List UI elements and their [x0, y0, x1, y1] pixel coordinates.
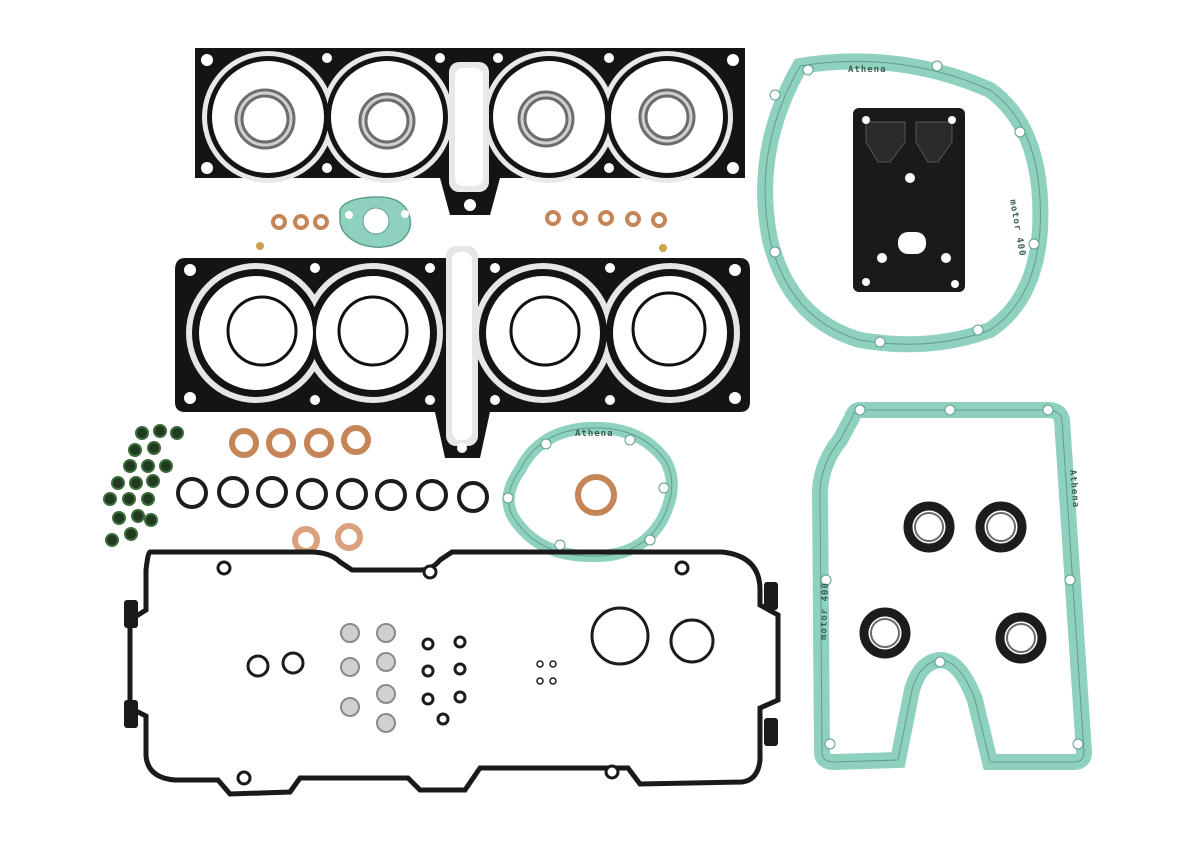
head-oring-1: [226, 295, 298, 367]
valve-stem-seals: [103, 424, 184, 547]
steel-washers: [340, 623, 396, 733]
clutch-cover-gasket: Athena: [502, 421, 678, 563]
base-oring-3: [517, 90, 575, 148]
black-plate-gasket: [853, 108, 965, 292]
small-rubber-rings-left: [246, 651, 305, 678]
copper-washers-small-right: [545, 210, 667, 228]
base-oring-4: [638, 88, 696, 146]
oil-pan-gasket: Athena motor 400: [811, 402, 1093, 771]
copper-washers-small-left: [271, 214, 329, 230]
tensioner-gasket: [339, 196, 412, 248]
base-oring-2: [358, 92, 416, 150]
base-oring-1: [234, 88, 296, 150]
generator-gasket-brand: Athena: [848, 65, 887, 75]
oil-pan-gasket-brand: Athena: [1067, 469, 1080, 508]
rubber-orings-row: [176, 476, 489, 513]
micro-orings: [536, 660, 557, 685]
head-oring-4: [631, 291, 707, 367]
cylinder-head-gasket: [175, 242, 750, 458]
copper-washers-large: [229, 425, 371, 458]
clutch-gasket-brand: Athena: [575, 429, 614, 439]
valve-cover-gasket: [124, 549, 781, 797]
head-oring-3: [509, 295, 581, 367]
spark-plug-seals: [590, 606, 715, 666]
copper-ring-large: [575, 474, 617, 516]
tiny-orings-grid: [421, 635, 467, 726]
head-oring-2: [337, 295, 409, 367]
oil-seals: [859, 501, 1047, 664]
cylinder-base-gasket: [195, 48, 745, 215]
oil-pan-gasket-material: motor 400: [819, 582, 831, 640]
